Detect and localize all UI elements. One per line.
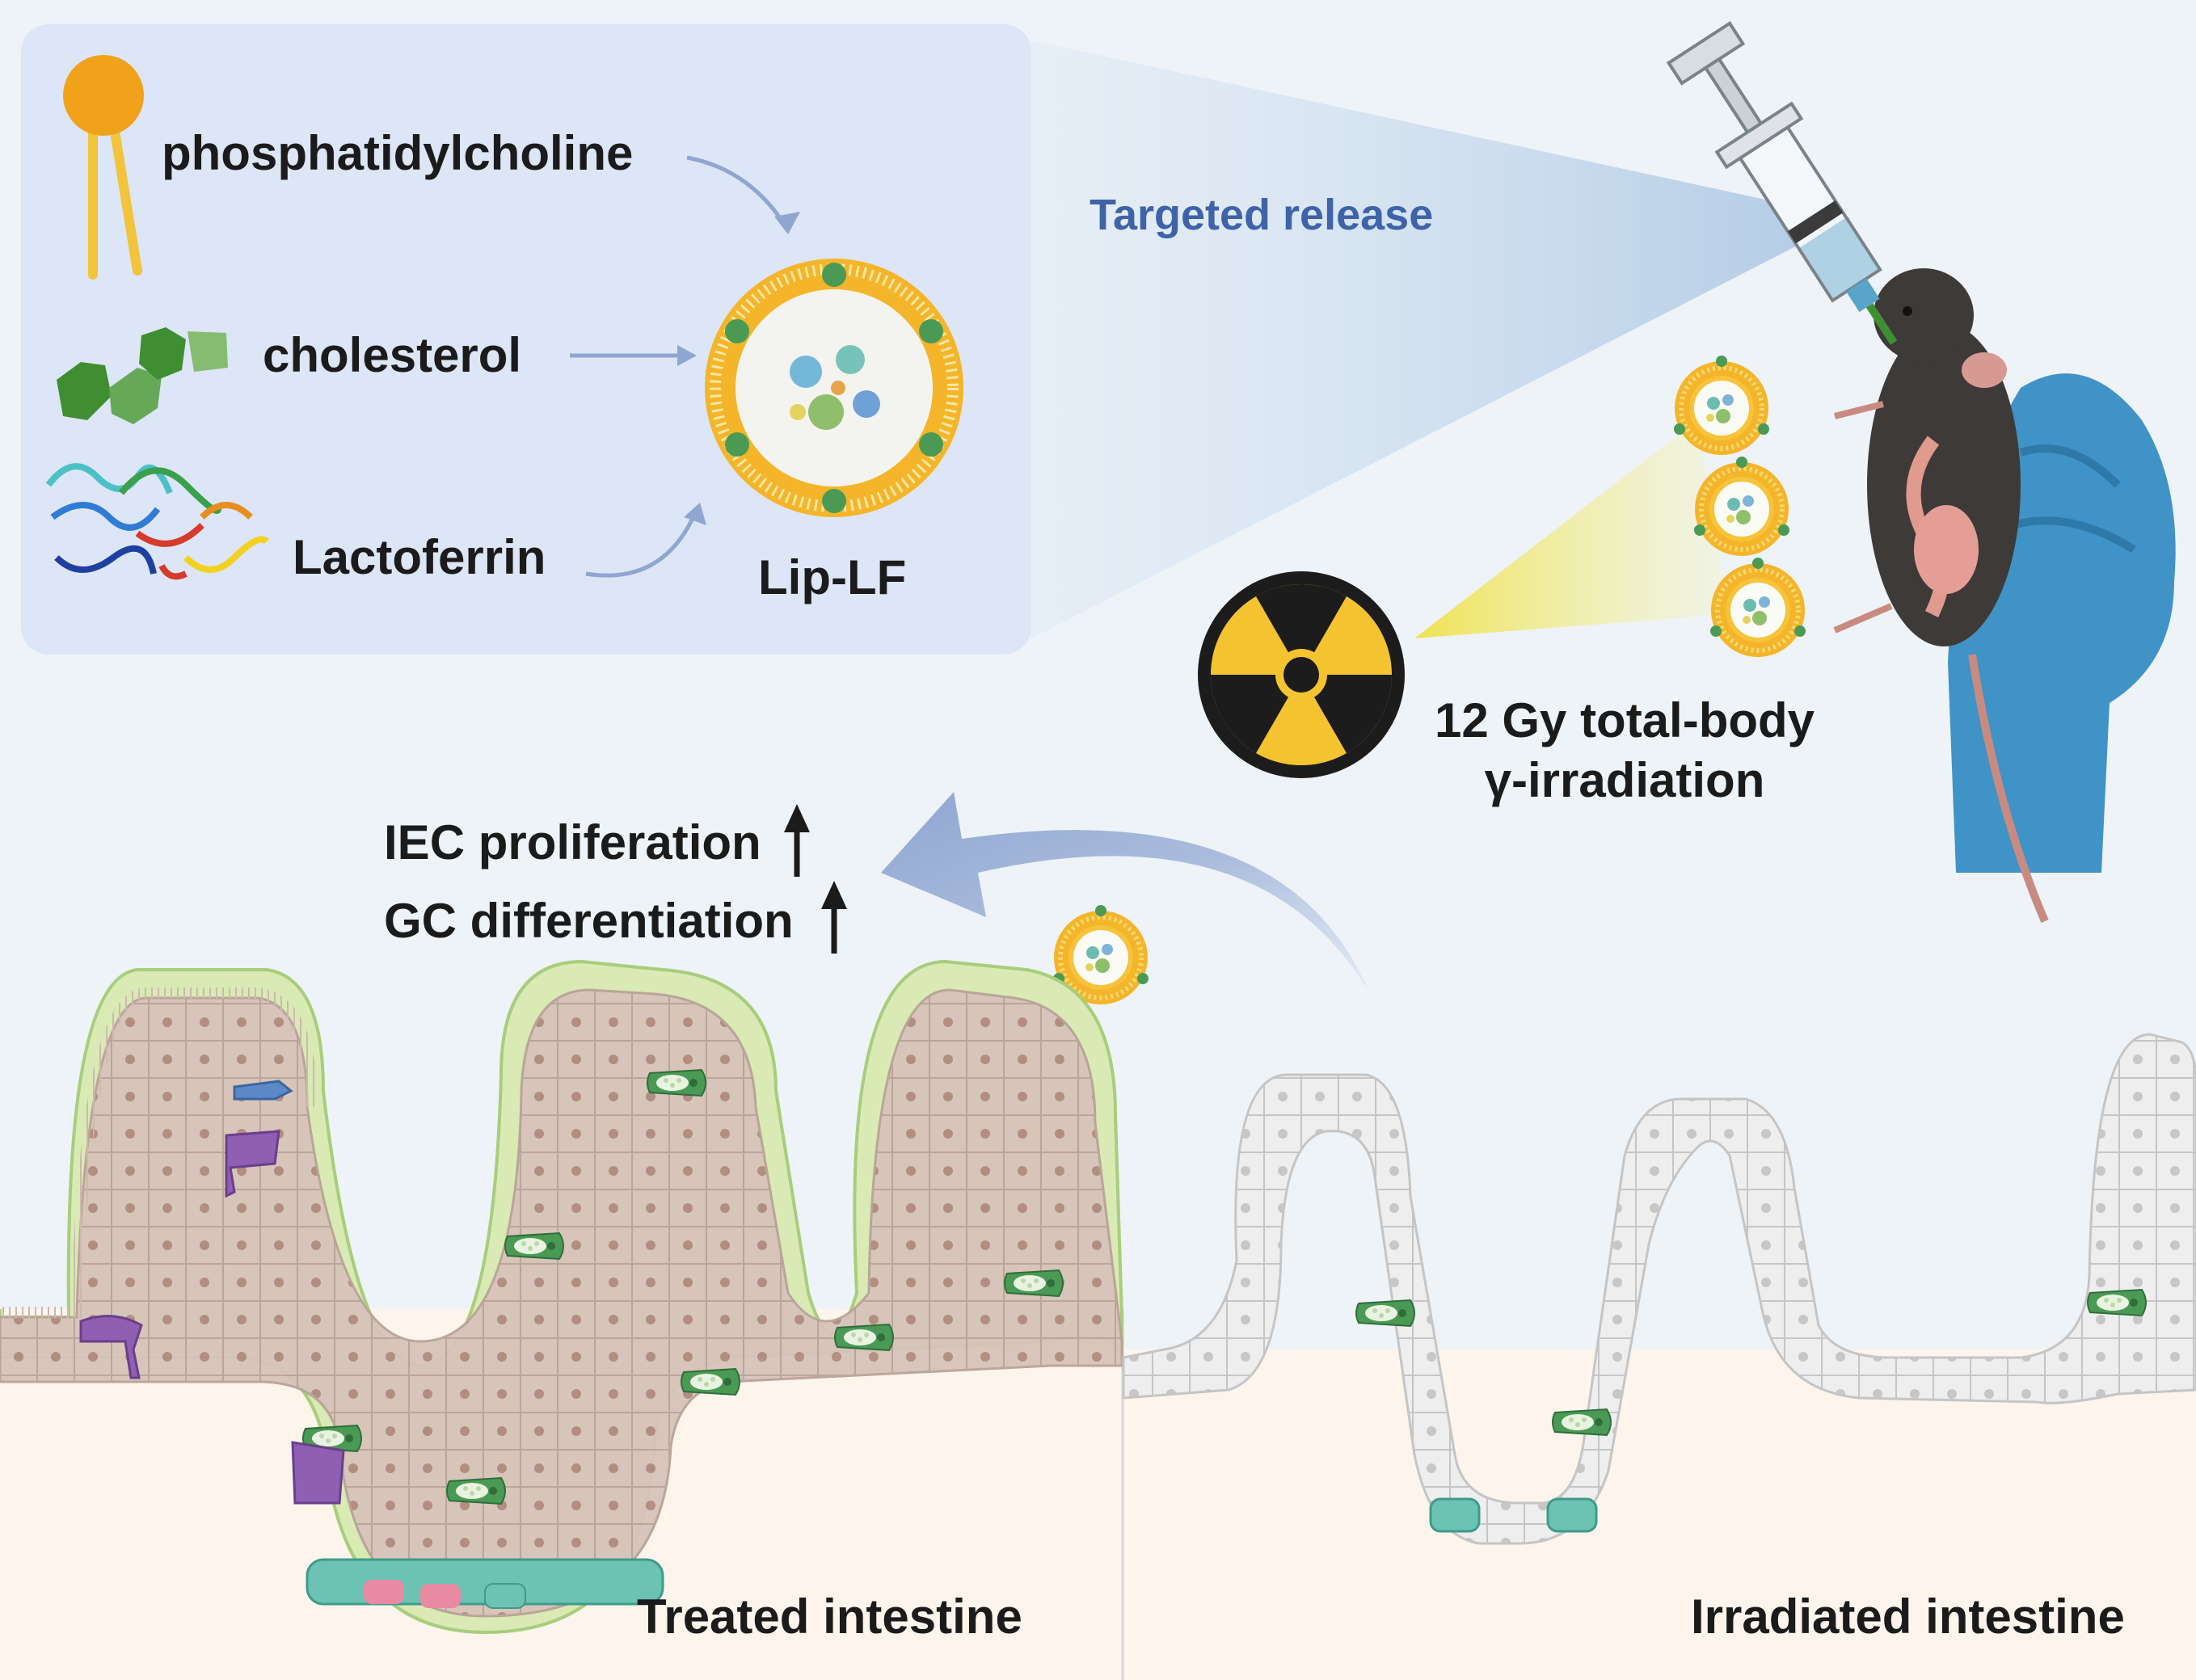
radiation-icon (1198, 571, 1405, 778)
phosphatidylcholine-label: phosphatidylcholine (162, 126, 634, 180)
irradiation-label-line1: 12 Gy total-body (1434, 693, 1815, 747)
targeted-release-beam (1031, 40, 1851, 638)
goblet-cell (681, 1368, 740, 1396)
up-arrow-icon (821, 881, 847, 954)
goblet-cell (1552, 1408, 1612, 1436)
protein-icon (45, 463, 269, 580)
liposome-icon (1674, 356, 1769, 455)
goblet-cell (2087, 1289, 2147, 1316)
treated-intestine-label: Treated intestine (637, 1589, 1022, 1644)
goblet-cell (647, 1069, 706, 1097)
irradiation-label-line2: γ-irradiation (1484, 753, 1765, 807)
tuft-cell (79, 1080, 345, 1505)
irradiation-label: 12 Gy total-body γ-irradiation (1414, 691, 1835, 811)
crypt-base-cells (306, 1558, 664, 1609)
gc-differentiation-label: GC differentiation (384, 894, 794, 948)
flow-arrow (881, 792, 1370, 994)
irradiated-epithelium (1122, 1033, 2196, 1545)
irradiated-intestine-label: Irradiated intestine (1691, 1589, 2125, 1644)
syringe-icon (1666, 21, 1898, 345)
radiation-beam (1414, 420, 1730, 638)
iec-proliferation-label: IEC proliferation (384, 815, 761, 869)
treated-epithelium (0, 988, 1123, 1618)
liposome-icon (1694, 457, 1789, 556)
goblet-cell (446, 1477, 506, 1505)
cholesterol-icon (57, 327, 228, 424)
goblet-cell (1004, 1269, 1064, 1297)
cholesterol-label: cholesterol (263, 328, 522, 382)
irradiated-panel-bg (1123, 1349, 2196, 1680)
liposome-icon (705, 259, 963, 517)
liposome-icon (1710, 558, 1806, 657)
targeted-release-label: Targeted release (1090, 191, 1434, 239)
crypt-base-cells (1429, 1497, 1598, 1533)
phosphatidylcholine-icon (63, 55, 144, 280)
up-arrow-icon (784, 804, 810, 877)
lip-lf-label: Lip-LF (758, 550, 907, 604)
goblet-cell (504, 1232, 564, 1260)
goblet-cell (1355, 1299, 1415, 1327)
goblet-cell (834, 1324, 894, 1351)
mouse-icon (1833, 268, 2049, 923)
lactoferrin-label: Lactoferrin (293, 530, 546, 584)
